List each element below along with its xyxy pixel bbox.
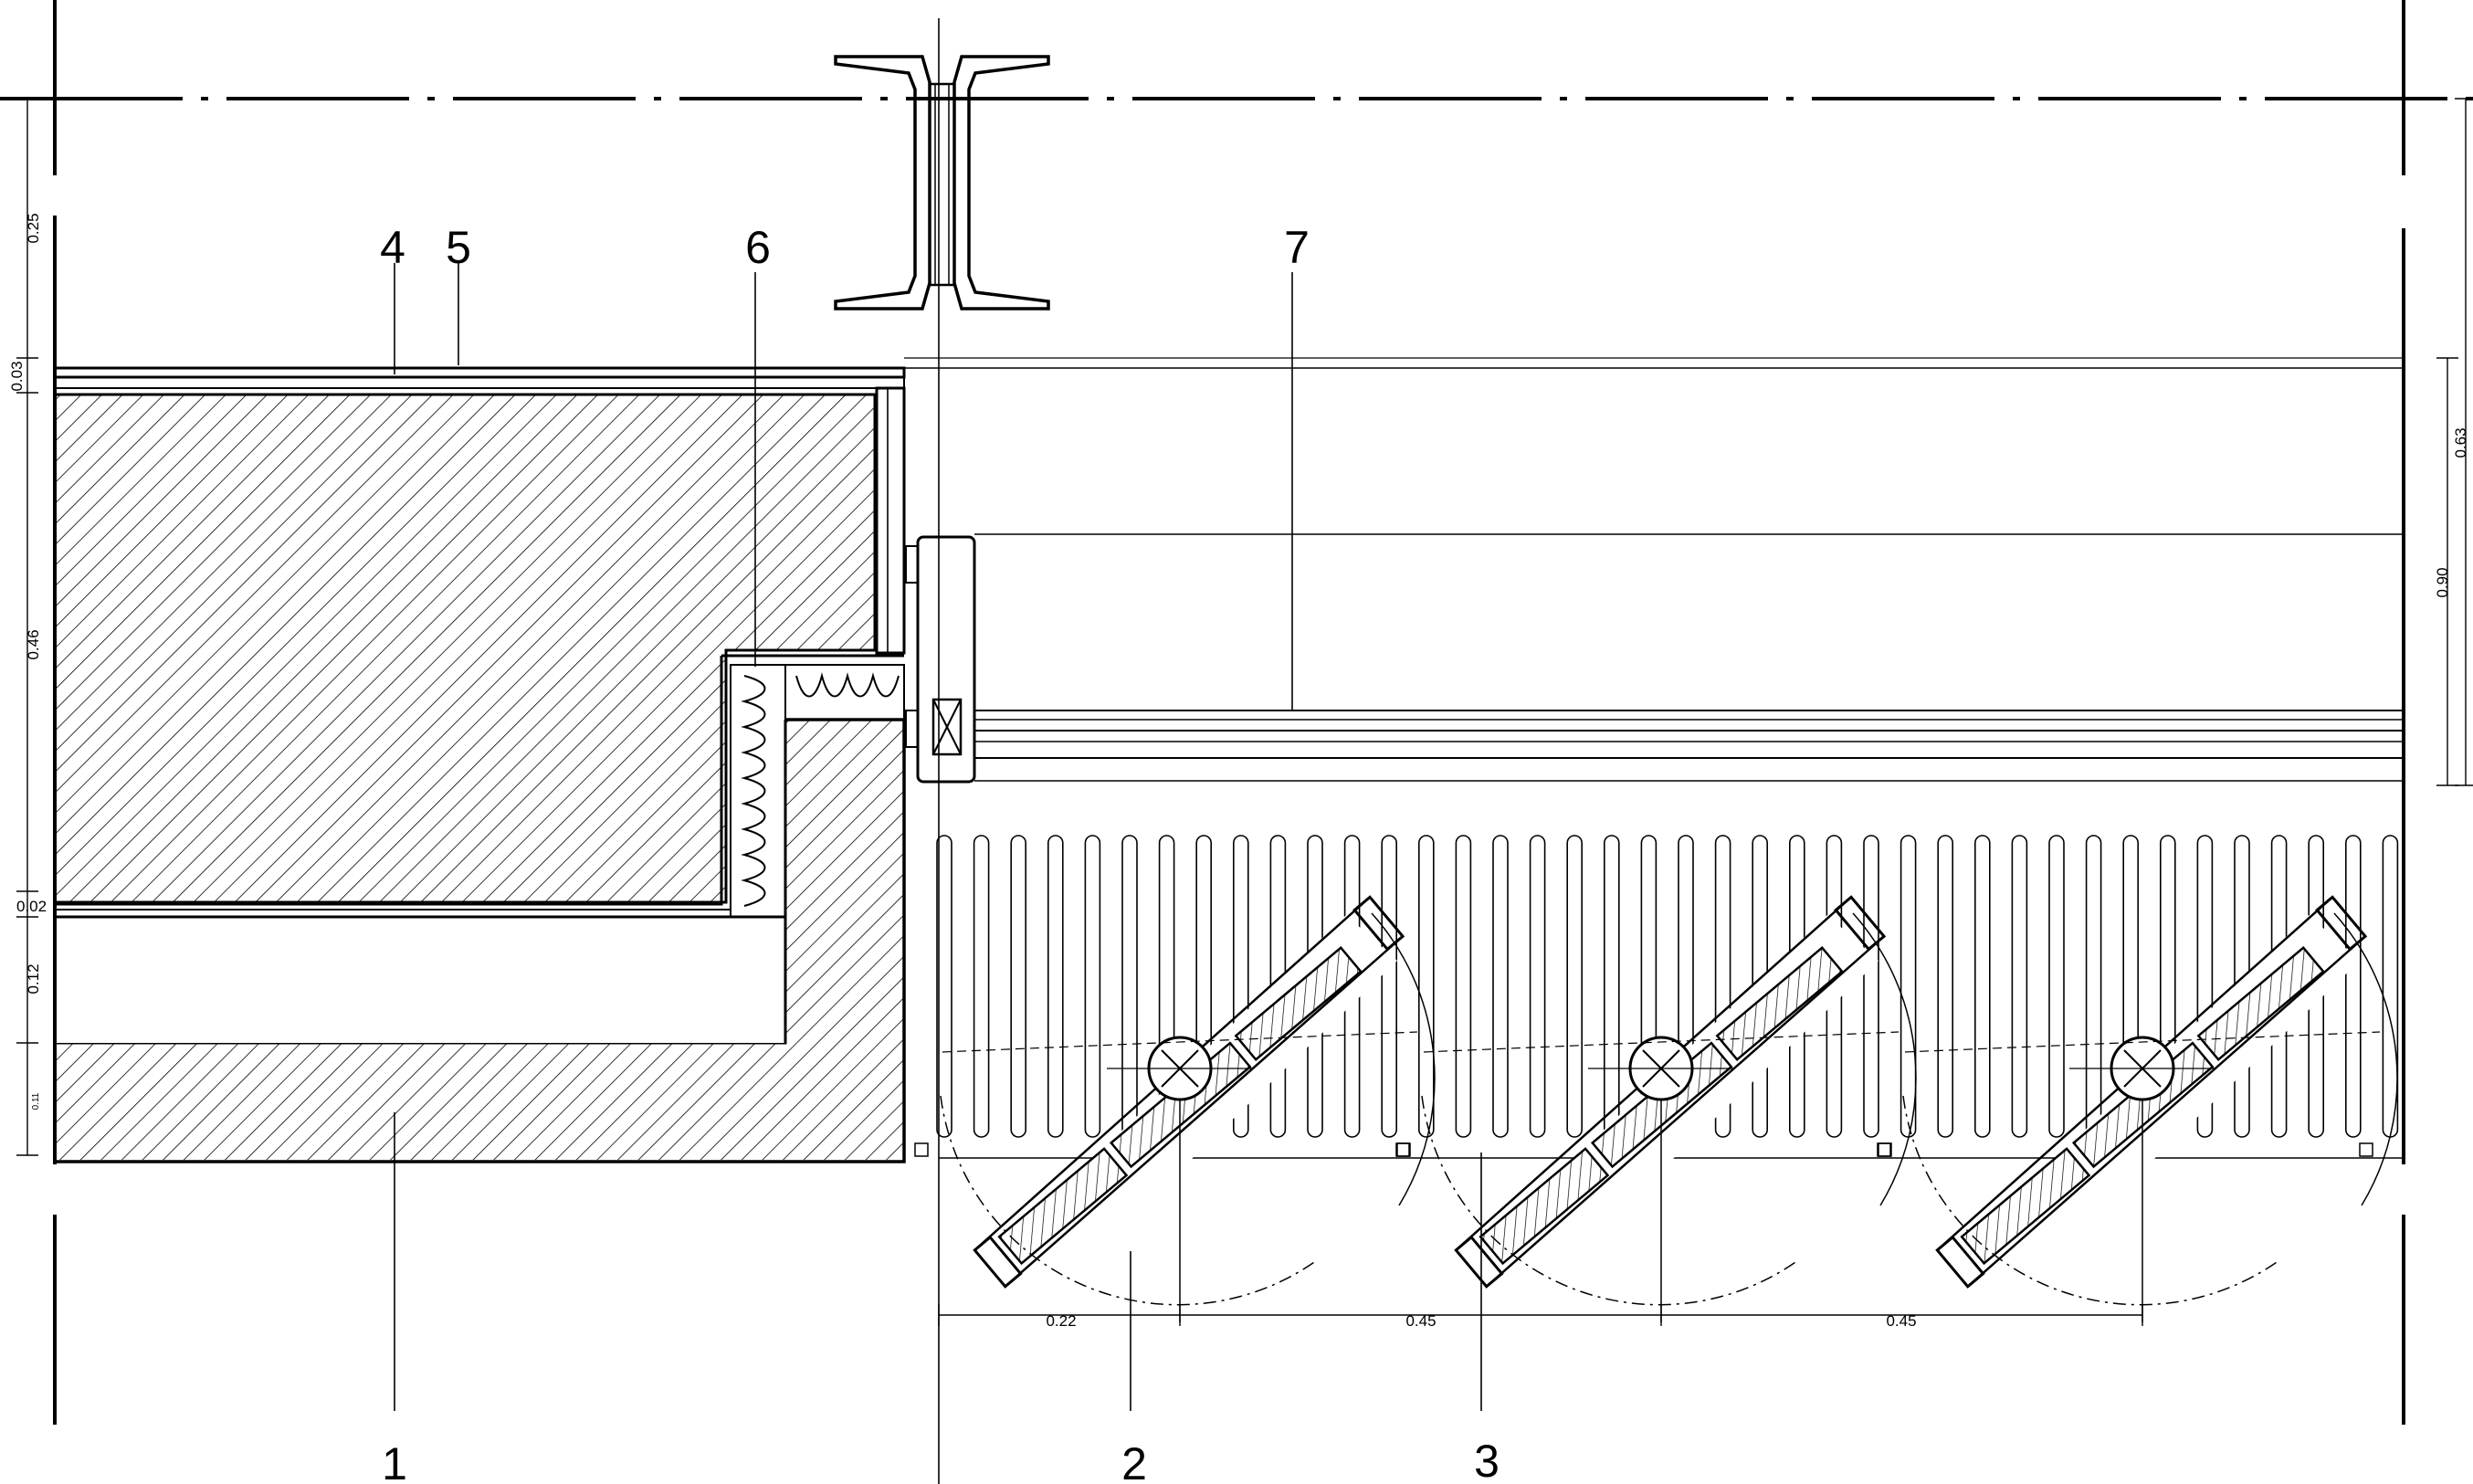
grille-slat [2382, 835, 2399, 1138]
grille-slat [936, 835, 952, 1138]
grille-slat [1566, 835, 1583, 1138]
grille-slat [2048, 835, 2065, 1138]
callout-6: 6 [745, 222, 771, 273]
grille-slat [1010, 835, 1026, 1138]
grille-slat [1381, 835, 1397, 1138]
grille-slat [1863, 835, 1879, 1138]
callout-7: 7 [1284, 222, 1310, 273]
louver-blade [1395, 895, 1917, 1322]
grille-slat [1492, 835, 1509, 1138]
dim-left-0-46: 0.46 [25, 629, 42, 659]
dim-left-0-12: 0.12 [25, 963, 42, 994]
leader-lines [394, 263, 1482, 1411]
steel-i-beam [834, 55, 1050, 310]
callout-2: 2 [1121, 1438, 1147, 1484]
grille-slat [1418, 835, 1435, 1138]
grille-slat [1047, 835, 1064, 1138]
louver-group [914, 895, 2398, 1322]
grille-slat [2196, 835, 2214, 1138]
dim-left-0-25: 0.25 [25, 213, 42, 243]
grille-slat [2085, 835, 2102, 1138]
grille-slat [1604, 835, 1620, 1138]
callout-3: 3 [1474, 1436, 1500, 1484]
dim-left-0-11: 0.11 [31, 1092, 41, 1110]
grille-slat [1899, 835, 1917, 1138]
grille-slat [1084, 835, 1101, 1138]
dim-right-0-63: 0.63 [2452, 427, 2469, 458]
wall-section [53, 357, 2404, 1163]
grille-slat [1529, 835, 1546, 1138]
grille-slat [1121, 835, 1138, 1138]
dimension-lines [16, 98, 2473, 1326]
grille-slat [1233, 835, 1249, 1138]
grille-slat [1714, 835, 1731, 1138]
grille-slat [973, 835, 990, 1138]
callout-4: 4 [380, 222, 405, 273]
grille-slat [1974, 835, 1991, 1138]
louver-blade [914, 895, 1436, 1322]
grille-slat [2011, 835, 2028, 1138]
window-frame [905, 533, 2404, 784]
callout-5: 5 [446, 222, 471, 273]
louver-blade [1877, 895, 2398, 1322]
grille-slat [1937, 835, 1953, 1138]
grille-slat [1455, 835, 1472, 1138]
dim-bottom-0-45-b: 0.45 [1886, 1312, 1916, 1330]
dim-bottom-0-45-a: 0.45 [1405, 1312, 1436, 1330]
grille-slat [2345, 835, 2362, 1138]
dim-left-0-03: 0.03 [8, 361, 26, 391]
dim-left-0-02: 0.02 [16, 898, 47, 915]
callout-1: 1 [382, 1438, 407, 1484]
dim-bottom-0-22: 0.22 [1046, 1312, 1076, 1330]
dim-right-0-90: 0.90 [2434, 567, 2451, 597]
